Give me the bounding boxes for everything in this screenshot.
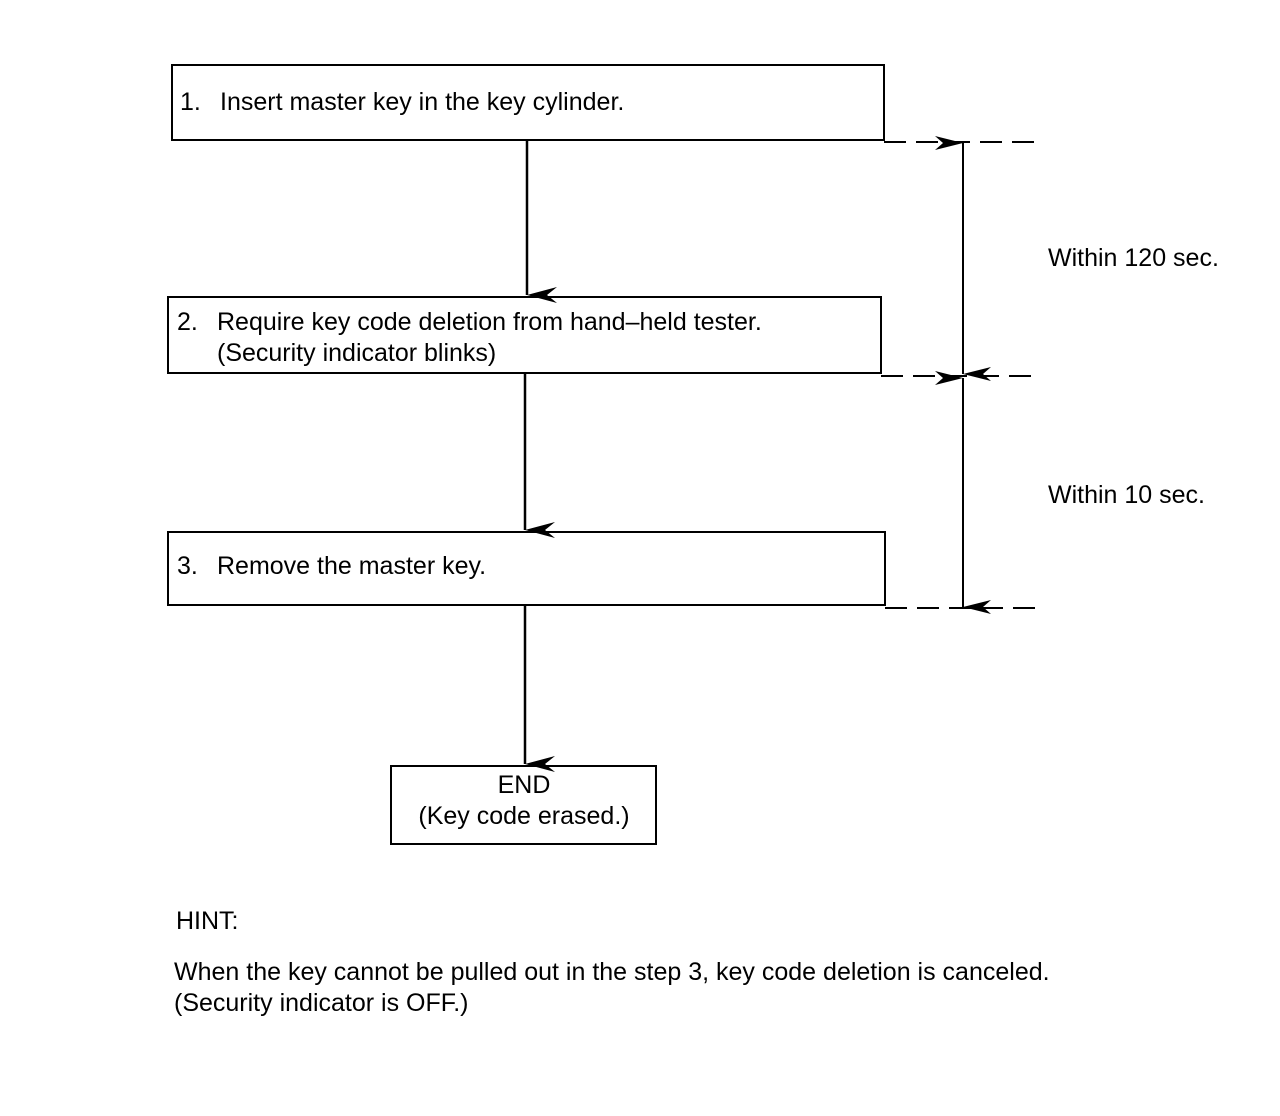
end-subtitle: (Key code erased.) — [418, 802, 630, 830]
step-1-text: 1. Insert master key in the key cylinder. — [180, 87, 624, 118]
end-text: END (Key code erased.) — [392, 770, 656, 832]
step-2-box — [167, 296, 882, 374]
end-box — [390, 765, 657, 845]
step-2-line-1: Require key code deletion from hand–held… — [217, 308, 762, 336]
step-2-text: 2. Require key code deletion from hand–he… — [177, 307, 762, 369]
step-3-number: 3. — [177, 552, 198, 580]
hint-line-2: (Security indicator is OFF.) — [174, 989, 469, 1017]
timing-label-10: Within 10 sec. — [1048, 481, 1206, 509]
hint-label: HINT: — [176, 907, 239, 935]
step-3-line-1: Remove the master key. — [217, 552, 487, 580]
timing-label-120: Within 120 sec. — [1048, 244, 1219, 272]
step-1-box — [171, 64, 885, 141]
step-1-number: 1. — [180, 88, 201, 116]
step-1-line-1: Insert master key in the key cylinder. — [220, 88, 625, 116]
hint-body: When the key cannot be pulled out in the… — [174, 957, 1050, 1019]
step-2-number: 2. — [177, 308, 198, 336]
step-3-text: 3. Remove the master key. — [177, 551, 486, 582]
hint-line-1: When the key cannot be pulled out in the… — [174, 958, 1050, 986]
step-2-line-2: (Security indicator blinks) — [217, 339, 497, 367]
end-title: END — [497, 771, 551, 799]
